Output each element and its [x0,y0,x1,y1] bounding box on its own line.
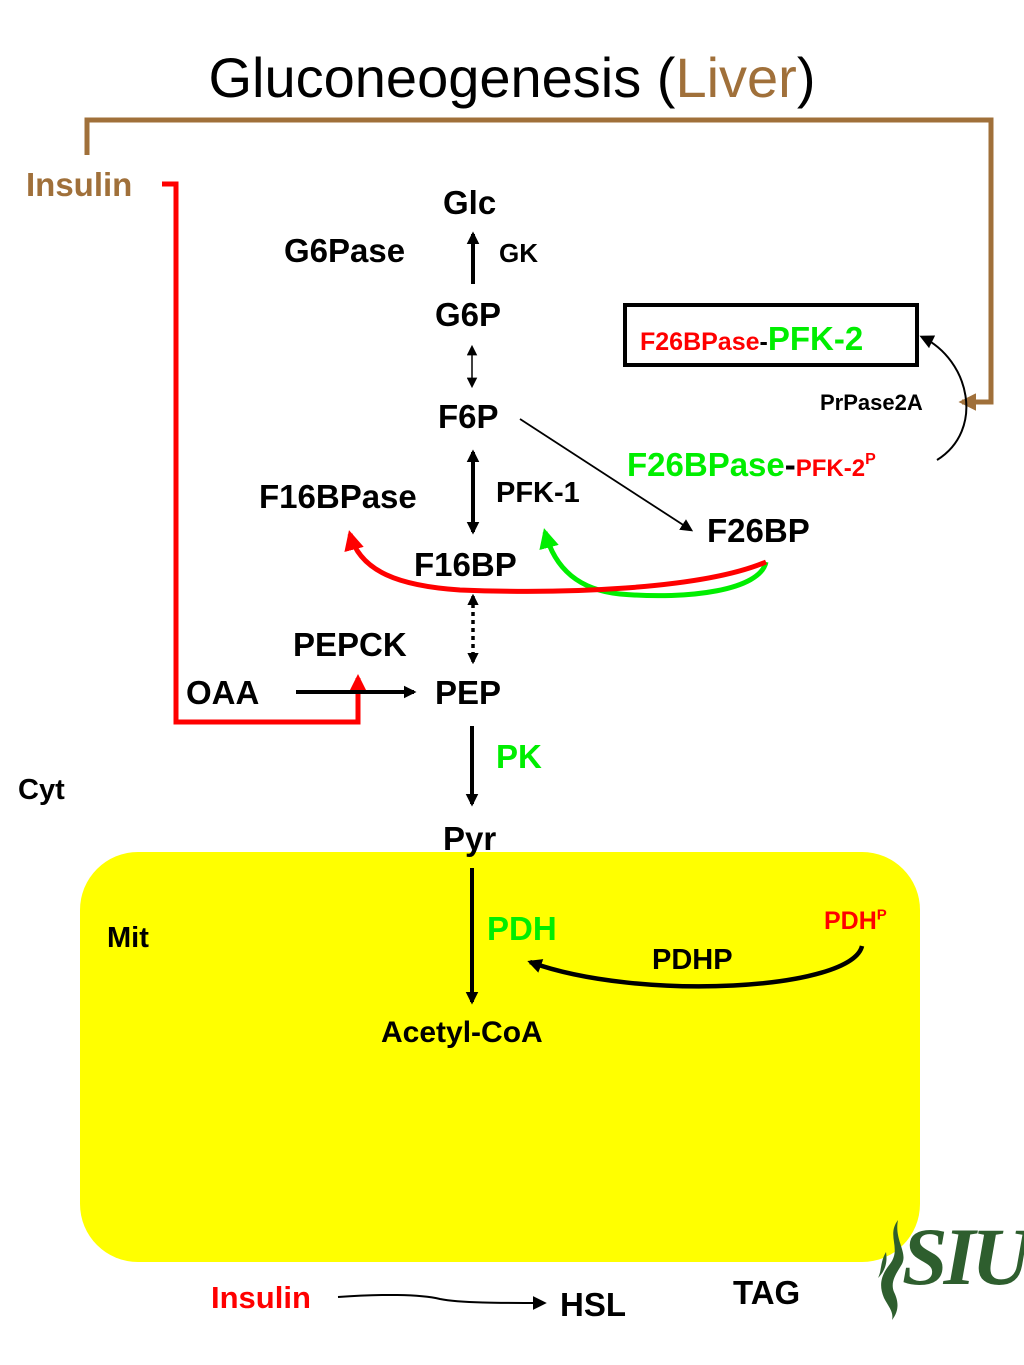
metabolite-f16bp: F16BP [414,546,517,583]
box-sep: - [759,328,768,356]
enzyme-g6pase: G6Pase [284,232,406,269]
phos-f26bpase: F26BPase [627,446,785,483]
enzyme-pepck: PEPCK [293,626,407,663]
flame-icon [878,1220,904,1320]
metabolite-f26bp: F26BP [707,512,810,549]
enzyme-pk: PK [496,738,542,775]
bifunctional-enzyme-phos-label: F26BPase-PFK-2P [627,448,876,481]
metabolite-glc: Glc [443,184,497,221]
box-pfk2: PFK-2 [767,320,864,357]
insulin-to-hsl-arrow [337,1293,547,1310]
enzyme-pfk1: PFK-1 [496,477,580,509]
insulin-top-rest: sulin [55,166,133,203]
insulin-bottom-label: Insulin [211,1280,311,1315]
logo-text: SIU [902,1211,1024,1302]
enzyme-pdh-phosphorylated: PDHP [824,906,887,935]
compartment-cyt: Cyt [18,774,65,806]
pdh-p-base: PDH [824,907,877,935]
page-title: Gluconeogenesis (Liver) [0,50,1024,106]
enzyme-pdhp: PDHP [652,944,733,976]
prpase2a-arc [919,335,968,461]
bifunctional-enzyme-box [623,303,919,367]
siu-logo: SIU [872,1212,1024,1322]
metabolite-acetylcoa: Acetyl-CoA [381,1016,543,1049]
f26bp-inhibits-f16bpase-arc [344,530,767,594]
phos-pfk2: PFK-2 [795,455,866,482]
enzyme-pdh: PDH [487,910,557,947]
metabolite-oaa: OAA [186,674,260,711]
phos-sup: P [865,451,876,468]
title-main: Gluconeogenesis ( [208,46,676,109]
insulin-to-pepck-line [162,181,368,725]
pdhp-arc [527,945,865,989]
box-f26bpase: F26BPase [640,328,760,356]
f26bp-activates-pfk1-arc [539,528,769,599]
title-highlight: Liver [675,46,797,109]
insulin-top-label: Insulin [26,168,132,201]
enzyme-prpase2a: PrPase2A [820,390,923,415]
insulin-top-prefix: In [26,166,56,203]
metabolite-g6p: G6P [435,296,502,333]
title-close: ) [796,46,816,109]
enzyme-f16bpase: F16BPase [259,478,417,515]
insulin-to-prpase2a-line [84,117,994,411]
enzyme-gk: GK [499,238,538,268]
mitochondria-compartment [80,852,920,1262]
metabolite-pep: PEP [435,674,502,711]
metabolite-pyr: Pyr [443,820,497,857]
metabolite-f6p: F6P [438,398,499,435]
compartment-mit: Mit [107,922,149,954]
metabolite-tag: TAG [733,1274,801,1311]
bifunctional-enzyme-label: F26BPase-PFK-2 [640,322,863,355]
phos-sep: - [784,446,796,483]
f6p-to-f26bp-arrow [519,418,694,532]
pdh-p-sup: P [876,906,887,924]
metabolite-hsl: HSL [560,1286,626,1323]
